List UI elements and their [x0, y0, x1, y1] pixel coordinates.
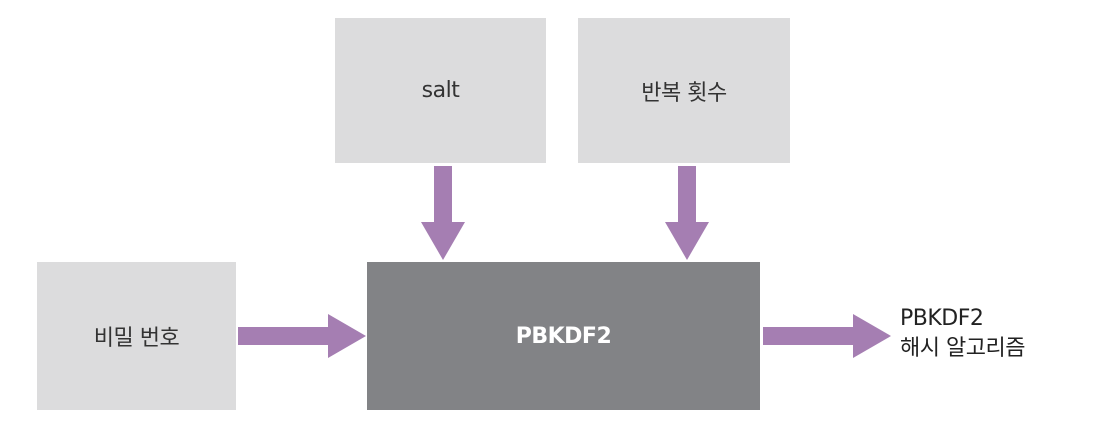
pbkdf2-box: PBKDF2: [367, 262, 760, 410]
arrow-iterations-to-pbkdf2: [665, 166, 709, 260]
iterations-label: 반복 횟수: [641, 80, 727, 106]
output-label: PBKDF2 해시 알고리즘: [900, 304, 1025, 364]
output-label-line1: PBKDF2: [900, 306, 984, 331]
output-label-line2: 해시 알고리즘: [900, 336, 1025, 361]
salt-label: salt: [421, 78, 460, 103]
password-box: 비밀 번호: [37, 262, 236, 410]
arrow-password-to-pbkdf2: [238, 314, 366, 358]
iterations-box: 반복 횟수: [578, 18, 790, 163]
pbkdf2-label: PBKDF2: [515, 323, 612, 349]
arrow-pbkdf2-to-output: [763, 314, 891, 358]
salt-box: salt: [335, 18, 546, 163]
password-label: 비밀 번호: [93, 326, 180, 351]
arrow-salt-to-pbkdf2: [421, 166, 465, 260]
